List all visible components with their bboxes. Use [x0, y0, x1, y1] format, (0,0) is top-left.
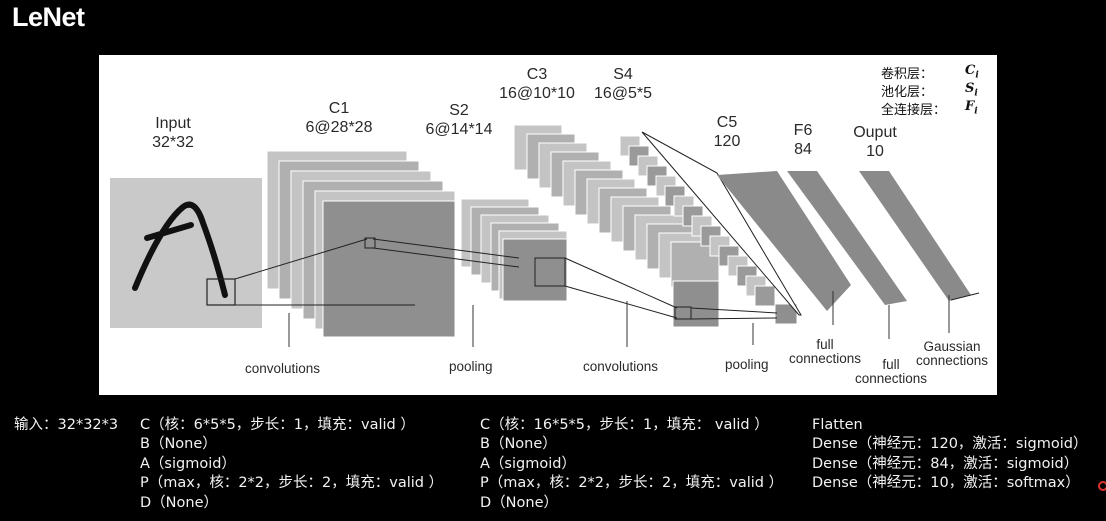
diagram-graphics [110, 124, 980, 347]
op-pooling-2: pooling [725, 357, 769, 372]
block1-spec: C（核：6*5*5，步长：1，填充：valid ） B（None） A（sigm… [140, 417, 444, 511]
c1-feature-maps [266, 150, 456, 338]
input-plane [110, 178, 262, 328]
page-title: LeNet [12, 2, 85, 32]
legend-fc: 全连接层： Fi [881, 99, 978, 118]
legend-conv: 卷积层： Ci [881, 63, 979, 82]
block2-spec: C（核：16*5*5，步长：1，填充： valid ） B（None） A（si… [480, 417, 784, 511]
s2-feature-maps [460, 198, 568, 302]
input-spec: 输入：32*32*3 [14, 417, 119, 433]
op-convolutions-2: convolutions [583, 359, 659, 374]
dense-spec: Flatten Dense（神经元：120，激活：sigmoid） Dense（… [812, 417, 1088, 492]
pointer-dot [1098, 481, 1106, 491]
legend-pool: 池化层： Si [881, 81, 978, 100]
op-convolutions-1: convolutions [245, 361, 321, 376]
projection-lines [234, 238, 778, 320]
op-pooling-1: pooling [449, 359, 493, 374]
label-ticks [288, 291, 950, 347]
full-connection-bands [641, 131, 980, 316]
s4-feature-maps [619, 135, 798, 325]
